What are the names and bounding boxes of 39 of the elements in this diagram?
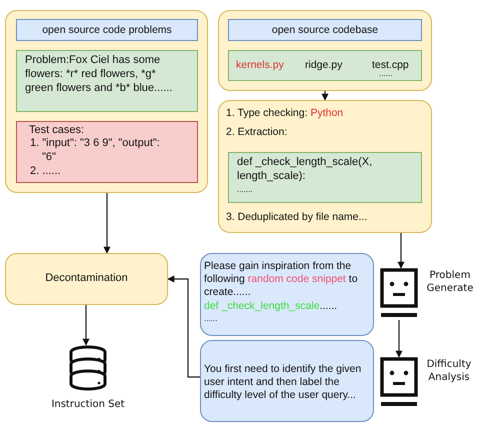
- prompt-text: Please gain inspiration from the following random code snippet to create......: [204, 260, 359, 300]
- test-case-box: [16, 121, 198, 183]
- test-case-item: 1. "input": "3 6 9", "output": "6": [30, 137, 161, 164]
- database-label: Instruction Set: [50, 399, 126, 412]
- code-box: [228, 152, 422, 203]
- file-name: ridge.py: [305, 59, 344, 72]
- arrow: [104, 193, 110, 254]
- file-list-box: [228, 50, 422, 81]
- header-text: open source code problems: [41, 24, 173, 38]
- file-name: kernels.py: [236, 59, 285, 72]
- ellipsis-text: .......: [237, 185, 254, 195]
- arrow: [396, 320, 402, 358]
- arrow: [322, 91, 328, 101]
- section-header: [16, 19, 198, 41]
- test-case-title: Test cases:: [29, 124, 86, 138]
- prompt-text: You first need to identify the given user intent and then label the difficulty level of the user query...: [204, 363, 362, 402]
- arrow: [398, 233, 404, 269]
- ellipsis-text: ......: [204, 314, 218, 324]
- process-panel: [218, 100, 432, 233]
- arrow: [82, 305, 90, 346]
- process-label: Decontamination: [44, 272, 129, 286]
- step-text: 1. Type checking: Python: [226, 107, 344, 120]
- section-header: [228, 19, 422, 41]
- prompt-box: [200, 253, 374, 336]
- prompt-box: [200, 340, 374, 422]
- step-text: 3. Deduplicated by file name...: [226, 211, 368, 224]
- group-panel: [218, 10, 432, 91]
- code-text: def _check_length_scale(X, length_scale):: [237, 156, 374, 184]
- group-panel: [5, 10, 208, 193]
- arrow: [167, 276, 200, 378]
- agent-label: Difficulty Analysis: [426, 359, 472, 384]
- code-snippet: def _check_length_scale......: [204, 300, 338, 314]
- agent-label: Problem Generate: [426, 270, 474, 295]
- process-box: [5, 253, 168, 305]
- problem-box: [16, 50, 198, 112]
- step-text: 2. Extraction:: [226, 126, 288, 140]
- header-text: open source codebase: [270, 24, 380, 38]
- problem-text: Problem:Fox Ciel has some flowers: *r* red flowers, *g* green flowers and *b* blue......: [25, 54, 174, 96]
- test-case-item: 2. ......: [30, 165, 62, 179]
